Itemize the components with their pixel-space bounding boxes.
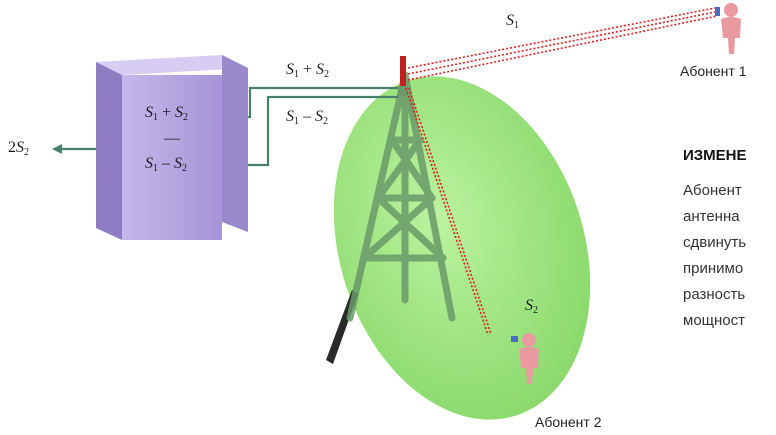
- side-line: антенна: [683, 208, 740, 225]
- s2-base: S: [316, 61, 325, 78]
- plus-op: +: [303, 61, 313, 78]
- s1-base: S: [506, 12, 514, 29]
- s1-sub: 1: [514, 20, 519, 31]
- s2-base: S: [16, 139, 24, 156]
- output-2s2: 2S2: [8, 139, 29, 158]
- s1-sub: 1: [153, 163, 158, 174]
- subscriber-1-figure: [715, 3, 741, 54]
- signal-paths: [405, 7, 718, 336]
- s2-base: S: [315, 108, 323, 125]
- side-heading: ИЗМЕНЕ: [683, 147, 747, 164]
- s2-sub: 2: [324, 69, 330, 80]
- s2-sub: 2: [183, 112, 189, 123]
- label-sum-connector: S1 + S2: [286, 61, 329, 80]
- s1-base: S: [145, 155, 153, 172]
- s1-sub: 1: [294, 69, 299, 80]
- s2-sub: 2: [533, 305, 538, 316]
- minus-op: –: [303, 108, 311, 125]
- antenna-tower: [346, 71, 456, 322]
- label-s1-path: S1: [506, 12, 519, 31]
- subscriber-1-label: Абонент 1: [680, 63, 747, 79]
- s1-base: S: [286, 108, 294, 125]
- s1-sub: 1: [153, 112, 158, 123]
- antenna-mast: [400, 56, 406, 88]
- s1-sub: 1: [294, 116, 299, 127]
- s2-sub: 2: [24, 147, 29, 158]
- s1-base: S: [286, 61, 294, 78]
- s2-base: S: [174, 155, 182, 172]
- label-diff-connector: S1 – S2: [286, 108, 328, 127]
- side-line: принимо: [683, 260, 744, 277]
- coverage-ellipse: [333, 76, 591, 420]
- server-fraction-bar: —: [164, 130, 180, 147]
- server-cabinet: [96, 55, 248, 240]
- subscriber-2-figure: [511, 333, 539, 384]
- side-paragraph: Абонент антенна сдвинуть принимо разност…: [683, 178, 746, 334]
- label-s2-path: S2: [525, 297, 538, 316]
- side-line: Абонент: [683, 182, 742, 199]
- side-line: сдвинуть: [683, 234, 747, 251]
- server-sum: S1 + S2: [145, 104, 188, 123]
- antenna-mast-base: [398, 86, 408, 96]
- minus-op: –: [162, 155, 170, 172]
- s2-base: S: [175, 104, 184, 121]
- output-coef: 2: [8, 139, 16, 156]
- side-line: разность: [683, 286, 746, 303]
- s2-sub: 2: [182, 163, 187, 174]
- s2-base: S: [525, 297, 533, 314]
- server-diff: S1 – S2: [145, 155, 187, 174]
- s2-sub: 2: [323, 116, 328, 127]
- plus-op: +: [162, 104, 172, 121]
- subscriber-2-label: Абонент 2: [535, 414, 602, 430]
- side-line: мощност: [683, 312, 745, 329]
- s1-base: S: [145, 104, 153, 121]
